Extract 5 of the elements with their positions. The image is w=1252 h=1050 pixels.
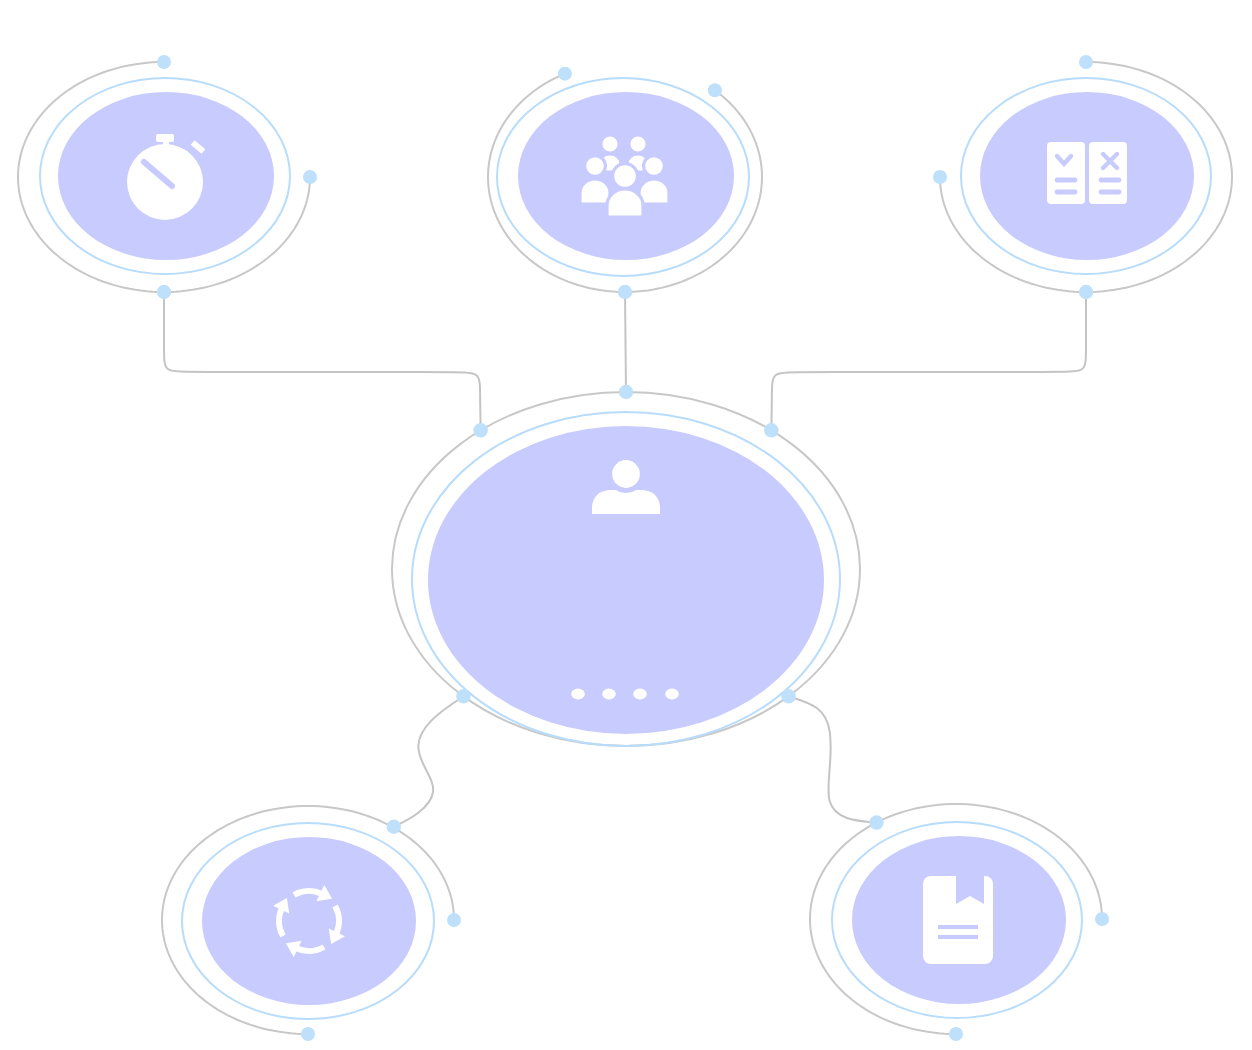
connector-line	[156, 284, 488, 438]
connector-line	[617, 284, 634, 400]
connector-line	[781, 689, 884, 830]
connector-line	[386, 689, 471, 834]
connector-line	[764, 284, 1094, 438]
